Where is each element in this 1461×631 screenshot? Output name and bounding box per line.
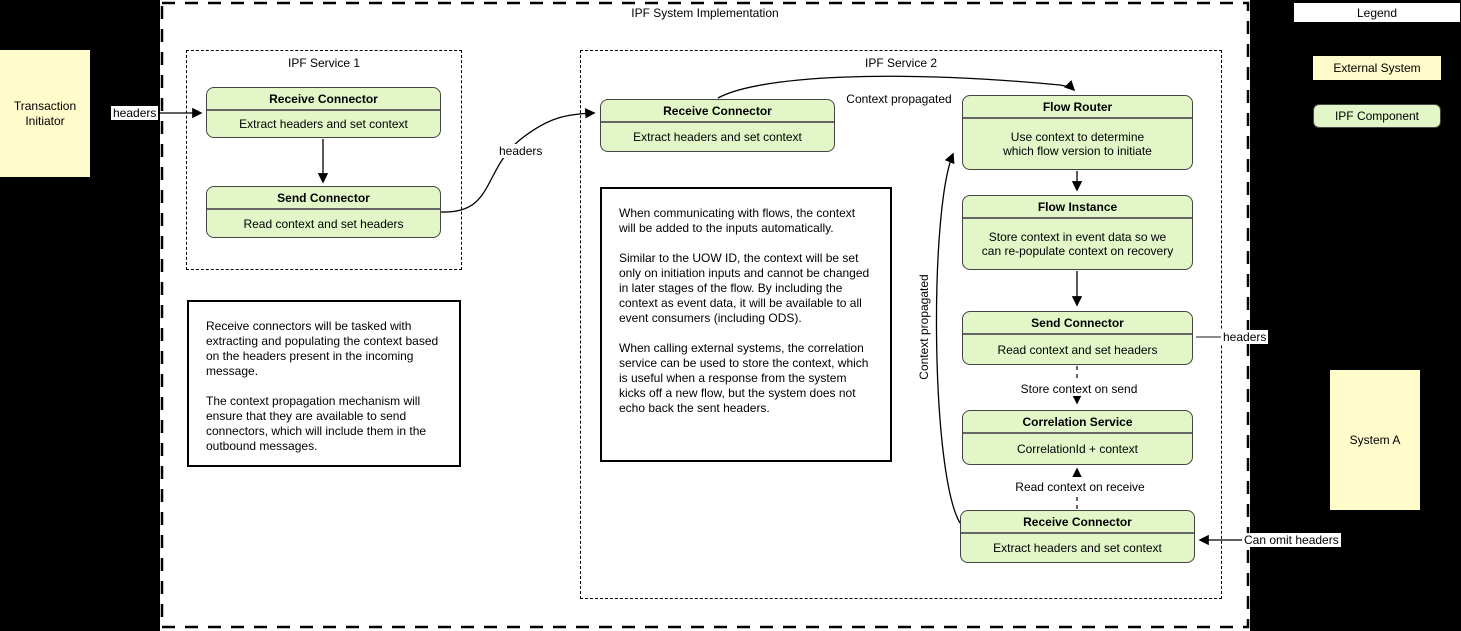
service2-final-receive-connector-body: Extract headers and set context [993,541,1162,555]
service1-receive-connector-title: Receive Connector [207,88,440,111]
service2-receive-connector-title: Receive Connector [601,100,834,123]
transaction-initiator-label-line1: Transaction [13,98,77,113]
service2-note-paragraph1: When communicating with flows, the conte… [619,206,856,235]
system-a-box: System A [1330,370,1420,510]
service2-send-connector-body: Read context and set headers [997,342,1158,357]
service2-note-paragraph3: When calling external systems, the corre… [619,341,869,415]
edge-label-can-omit-headers: Can omit headers [1242,533,1341,547]
service2-receive-connector-body: Extract headers and set context [633,130,802,144]
service1-title: IPF Service 1 [287,56,361,70]
flow-router-title: Flow Router [963,96,1192,119]
flow-instance: Flow Instance Store context in event dat… [962,195,1193,270]
flow-instance-body-line1: Store context in event data so we [988,230,1167,244]
service1-send-connector: Send Connector Read context and set head… [206,186,441,238]
flow-instance-title: Flow Instance [963,196,1192,219]
diagram-title: IPF System Implementation [631,6,779,20]
correlation-service-title: Correlation Service [963,411,1192,434]
service1-receive-connector-body: Extract headers and set context [239,117,408,131]
edge-label-headers-between: headers [497,144,545,158]
service2-note-paragraph2: Similar to the UOW ID, the context will … [619,251,870,325]
service1-receive-connector: Receive Connector Extract headers and se… [206,87,441,138]
edge-label-store-context-on-send: Store context on send [1018,382,1140,396]
service2-final-receive-connector-title: Receive Connector [961,511,1194,534]
legend-external-system-label: External System [1333,61,1421,75]
edge-label-headers-out: headers [1221,330,1269,344]
edge-label-context-propagated-side: Context propagated [917,271,931,383]
service2-send-connector: Send Connector Read context and set head… [962,311,1193,365]
flow-router-body-line2: which flow version to initiate [1003,144,1152,158]
service1-send-connector-body: Read context and set headers [243,216,404,231]
system-a-label: System A [1349,432,1401,447]
legend-external-system-swatch: External System [1313,56,1441,80]
flow-router-body-line1: Use context to determine [1010,130,1145,144]
service2-send-connector-title: Send Connector [963,312,1192,335]
service1-note-paragraph2: The context propagation mechanism will e… [206,394,427,453]
legend-title: Legend [1356,5,1398,20]
service1-note-paragraph1: Receive connectors will be tasked with e… [206,319,439,378]
flow-instance-body-line2: can re-populate context on recovery [981,244,1174,258]
service2-note: When communicating with flows, the conte… [600,187,892,462]
service1-send-connector-title: Send Connector [207,187,440,210]
edge-label-read-context-on-receive: Read context on receive [1013,480,1147,494]
legend-ipf-component-label: IPF Component [1334,109,1420,123]
service2-title: IPF Service 2 [864,56,938,70]
correlation-service: Correlation Service CorrelationId + cont… [962,410,1193,465]
service1-note: Receive connectors will be tasked with e… [187,300,461,467]
correlation-service-body: CorrelationId + context [1016,442,1139,456]
transaction-initiator-label-line2: Initiator [25,113,65,128]
legend-ipf-component-swatch: IPF Component [1313,104,1441,128]
service2-receive-connector: Receive Connector Extract headers and se… [600,99,835,152]
legend-title-box: Legend [1293,2,1461,23]
flow-router: Flow Router Use context to determine whi… [962,95,1193,170]
edge-label-context-propagated-top: Context propagated [843,92,955,106]
service2-final-receive-connector: Receive Connector Extract headers and se… [960,510,1195,563]
edge-label-headers-in: headers [111,106,159,120]
transaction-initiator-box: Transaction Initiator [0,50,90,177]
